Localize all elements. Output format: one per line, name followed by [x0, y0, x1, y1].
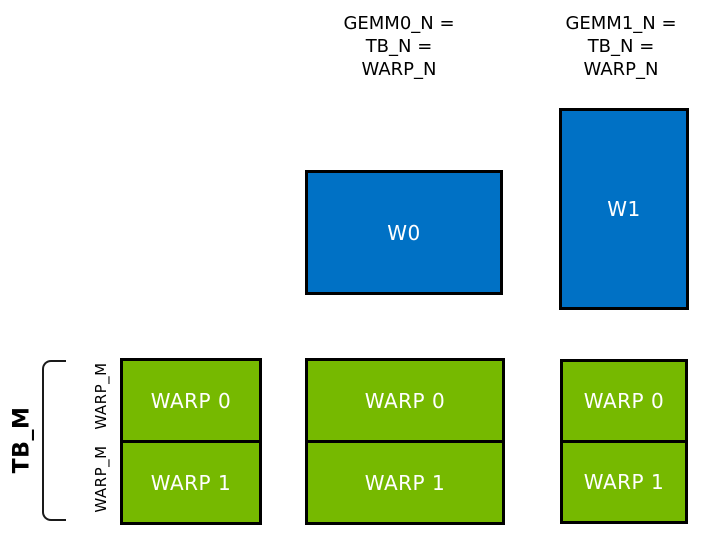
warp-cell: WARP 0	[583, 389, 665, 413]
warp-stack-right: WARP 0 WARP 1	[560, 359, 688, 524]
accumulator-tile-w1-label: W1	[607, 197, 641, 221]
warp-cell: WARP 0	[364, 388, 446, 413]
warp-stack-middle: WARP 0 WARP 1	[305, 358, 505, 525]
accumulator-tile-w0: W0	[305, 170, 503, 295]
column-header-gemm0: GEMM0_N = TB_N = WARP_N	[343, 13, 455, 80]
column-header-gemm1: GEMM1_N = TB_N = WARP_N	[565, 13, 677, 80]
warp-stack-left: WARP 0 WARP 1	[120, 358, 262, 525]
accumulator-tile-w0-label: W0	[387, 220, 421, 245]
tb-m-bracket	[42, 360, 66, 521]
accumulator-tile-w1: W1	[559, 108, 689, 310]
tb-m-label: TB_M	[9, 406, 35, 474]
warp-cell: WARP 1	[563, 440, 685, 521]
warp-cell: WARP 1	[123, 440, 259, 522]
warp-cell: WARP 1	[308, 440, 502, 522]
warp-cell: WARP 0	[150, 388, 232, 413]
warp-m-label-bottom: WARP_M	[92, 445, 110, 513]
warp-m-label-top: WARP_M	[92, 362, 110, 430]
